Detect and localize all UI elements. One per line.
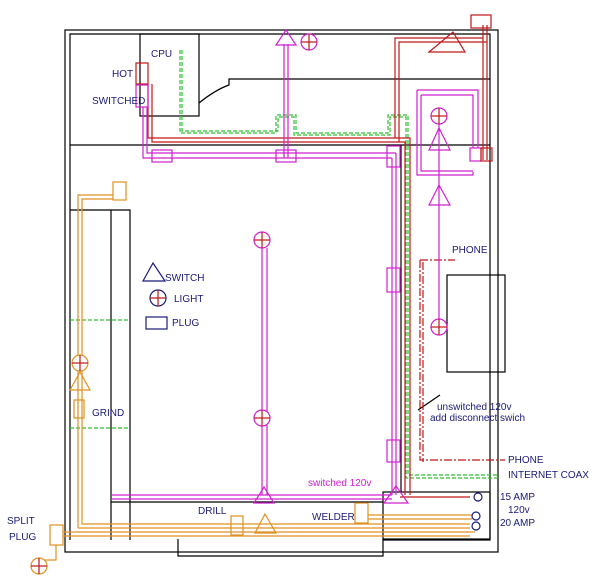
switched-120v-label: switched 120v xyxy=(308,478,371,489)
labels: CPU HOT SWITCHED GRIND DRILL WELDER SPLI… xyxy=(7,49,589,543)
hot-label: HOT xyxy=(112,69,133,80)
light-icon xyxy=(150,290,166,306)
network-cable xyxy=(70,50,498,479)
legend-plug: PLUG xyxy=(172,318,199,329)
legend-switch: SWITCH xyxy=(165,273,204,284)
panel-box xyxy=(470,14,492,29)
unswitched-label: unswitched 120v xyxy=(437,402,512,413)
phone-label-right: PHONE xyxy=(508,455,544,466)
plug-label: PLUG xyxy=(9,532,36,543)
switched-plug xyxy=(135,84,149,108)
legend-light: LIGHT xyxy=(174,294,203,305)
switch-icon xyxy=(427,31,467,53)
switched-circuit xyxy=(112,28,493,504)
disconnect-label: add disconnect swich xyxy=(430,413,525,424)
split-plug xyxy=(49,524,64,546)
cpu-label: CPU xyxy=(151,49,172,60)
v120-label: 120v xyxy=(508,505,530,516)
drill-label: DRILL xyxy=(198,506,227,517)
switch-icon xyxy=(141,261,167,282)
phone-label-top: PHONE xyxy=(452,245,488,256)
shop-circuit xyxy=(30,181,483,575)
legend: SWITCH LIGHT PLUG xyxy=(141,261,204,330)
amp15-label: 15 AMP xyxy=(500,492,535,503)
internet-coax-label: INTERNET COAX xyxy=(508,470,589,481)
split-label: SPLIT xyxy=(7,516,35,527)
amp20-label: 20 AMP xyxy=(500,518,535,529)
grind-label: GRIND xyxy=(92,408,124,419)
hot-plug xyxy=(135,62,149,85)
hot-circuit xyxy=(135,14,505,498)
welder-label: WELDER xyxy=(312,512,355,523)
switched-label: SWITCHED xyxy=(92,96,145,107)
walls xyxy=(64,29,506,557)
plug-icon xyxy=(145,316,168,330)
